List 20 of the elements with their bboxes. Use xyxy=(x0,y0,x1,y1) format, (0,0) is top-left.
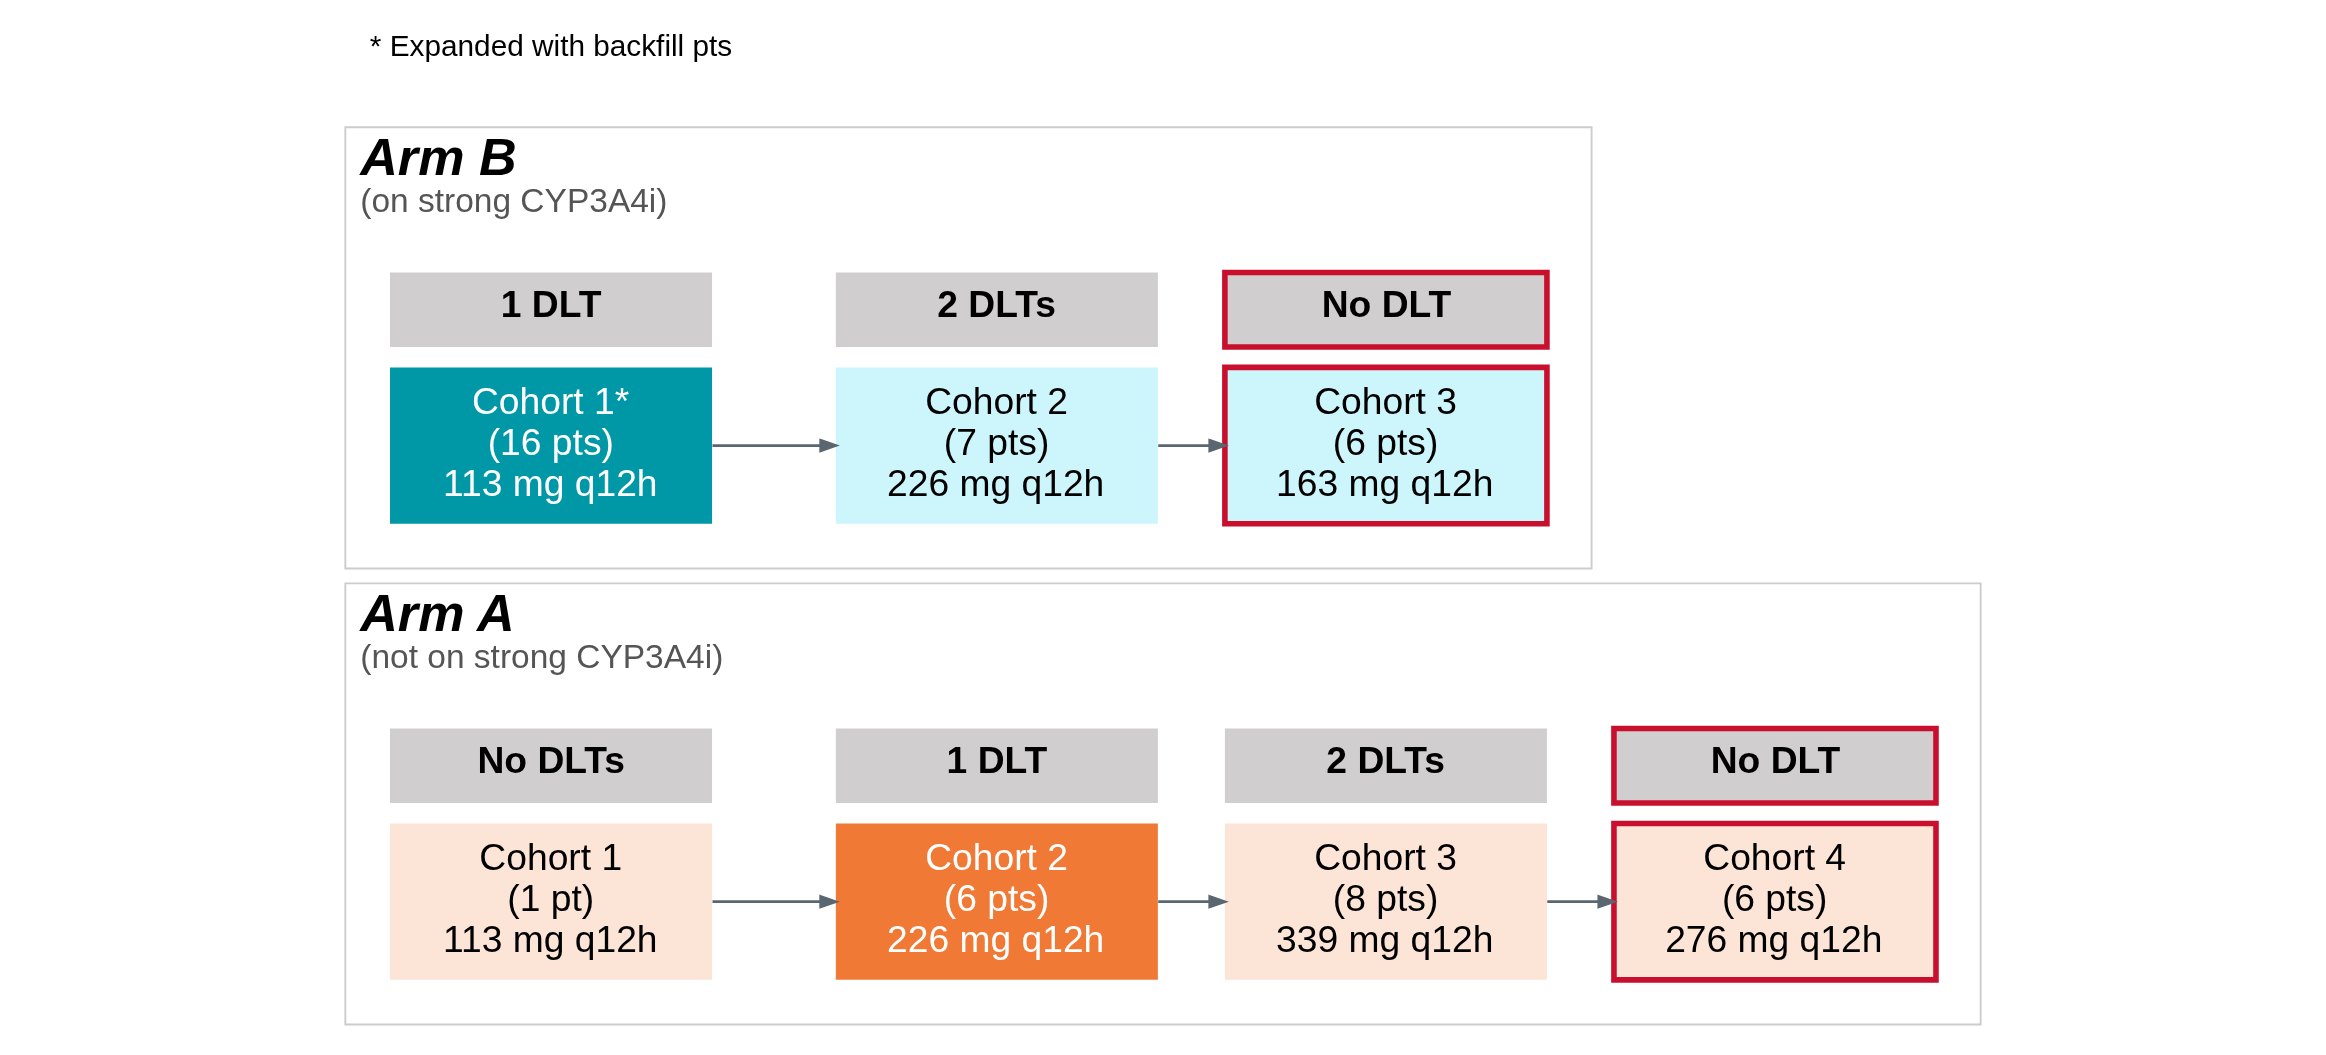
node-box: No DLT xyxy=(1222,269,1550,350)
arrow xyxy=(712,438,840,453)
node-box: Cohort 3 (8 pts) 339 mg q12h xyxy=(1224,823,1547,980)
node-box: Cohort 2 (6 pts) 226 mg q12h xyxy=(835,823,1158,980)
node-box: No DLT xyxy=(1611,725,1939,806)
node-box: 1 DLT xyxy=(835,728,1158,803)
arrow xyxy=(1158,894,1229,909)
node-box: Cohort 4 (6 pts) 276 mg q12h xyxy=(1611,820,1939,983)
node-box: 2 DLTs xyxy=(1224,728,1547,803)
node-box: Cohort 3 (6 pts) 163 mg q12h xyxy=(1222,364,1550,527)
label: * Expanded with backfill pts xyxy=(369,29,733,63)
node-box: No DLTs xyxy=(390,728,713,803)
arrow xyxy=(1158,438,1229,453)
node-box: 1 DLT xyxy=(390,272,713,347)
arrow xyxy=(1547,894,1618,909)
arrow xyxy=(712,894,840,909)
node-box: 2 DLTs xyxy=(835,272,1158,347)
node-box: Cohort 1 (1 pt) 113 mg q12h xyxy=(390,823,713,980)
node-box: Cohort 2 (7 pts) 226 mg q12h xyxy=(835,367,1158,524)
node-box: Cohort 1* (16 pts) 113 mg q12h xyxy=(390,367,713,524)
